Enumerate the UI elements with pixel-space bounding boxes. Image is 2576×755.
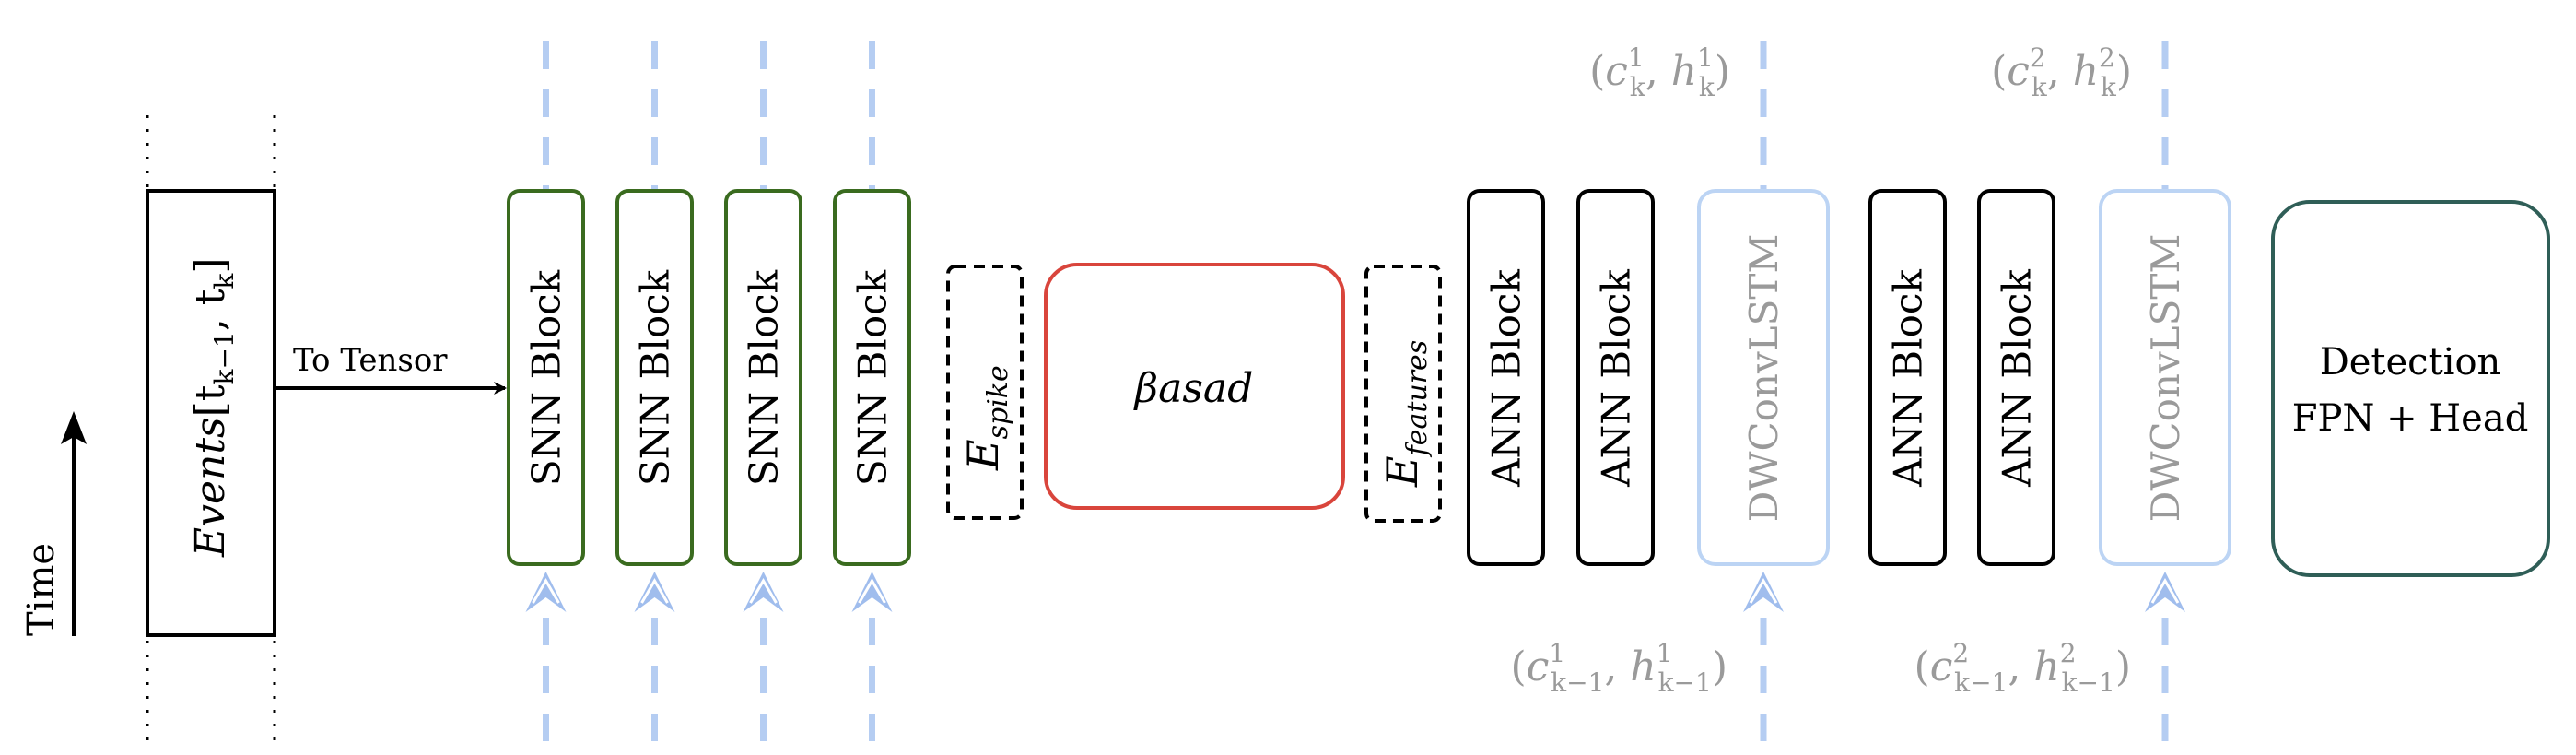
detection-box: Detection FPN + Head: [2271, 200, 2550, 577]
snn-block-label: SNN Block: [850, 269, 896, 486]
ann-blocks: ANN Block ANN Block ANN Block ANN Block: [1467, 189, 2055, 566]
e-features-label: Efeatures: [1377, 340, 1434, 488]
time-arrow-head: [61, 411, 87, 444]
e-spike-border: [946, 265, 1024, 520]
snn-block-border: [833, 189, 911, 566]
basad-box: βasad: [1044, 263, 1345, 510]
events-input: Events[tk−1, tk]: [146, 115, 276, 742]
to-tensor-label: To Tensor: [293, 342, 448, 379]
e-features-box: Efeatures: [1364, 265, 1442, 523]
ann-block: ANN Block: [1868, 189, 1947, 566]
to-tensor-connector: To Tensor: [275, 342, 507, 395]
upward-arrow-icon: [743, 572, 784, 612]
upward-arrow-icon: [634, 572, 675, 612]
temporal-dashed-lines: [525, 41, 2185, 755]
dwconvlstm-border: [2099, 189, 2231, 566]
snn-block: SNN Block: [507, 189, 585, 566]
snn-block-border: [615, 189, 694, 566]
detection-line1: Detection: [2320, 341, 2501, 383]
upward-arrow-icon: [1743, 572, 1784, 612]
dwconvlstm-label: DWConvLSTM: [2143, 234, 2188, 523]
ann-block-border: [1868, 189, 1947, 566]
e-spike-box: Espike: [946, 265, 1024, 520]
time-label: Time: [20, 543, 63, 636]
detection-border: [2271, 200, 2550, 577]
snn-blocks: SNN Block SNN Block SNN Block SNN Block: [507, 189, 911, 566]
ann-block: ANN Block: [1977, 189, 2055, 566]
snn-block-border: [507, 189, 585, 566]
ann-block-label: ANN Block: [1995, 269, 2040, 488]
ann-block-label: ANN Block: [1484, 269, 1529, 488]
snn-block: SNN Block: [724, 189, 802, 566]
basad-label: βasad: [1133, 365, 1254, 412]
ann-block-label: ANN Block: [1886, 269, 1931, 488]
events-box: [146, 189, 276, 637]
upward-arrow-icon: [525, 572, 567, 612]
snn-block: SNN Block: [833, 189, 911, 566]
detection-line2: FPN + Head: [2292, 397, 2529, 440]
ann-block-border: [1576, 189, 1655, 566]
snn-block-label: SNN Block: [742, 269, 787, 486]
dwconvlstm-label: DWConvLSTM: [1741, 234, 1786, 523]
ann-block: ANN Block: [1576, 189, 1655, 566]
snn-block-label: SNN Block: [524, 269, 569, 486]
events-label: Events[tk−1, tk]: [187, 257, 240, 558]
e-spike-label: Espike: [958, 365, 1014, 471]
ann-block-border: [1977, 189, 2055, 566]
snn-block-label: SNN Block: [633, 269, 678, 486]
basad-border: [1044, 263, 1345, 510]
dwconvlstm-border: [1697, 189, 1830, 566]
time-axis: Time: [20, 411, 87, 636]
ann-block: ANN Block: [1467, 189, 1545, 566]
ann-block-border: [1467, 189, 1545, 566]
e-features-border: [1364, 265, 1442, 523]
snn-block: SNN Block: [615, 189, 694, 566]
snn-block-border: [724, 189, 802, 566]
ann-block-label: ANN Block: [1594, 269, 1639, 488]
upward-arrow-icon: [851, 572, 893, 612]
upward-arrow-icon: [2145, 572, 2185, 612]
